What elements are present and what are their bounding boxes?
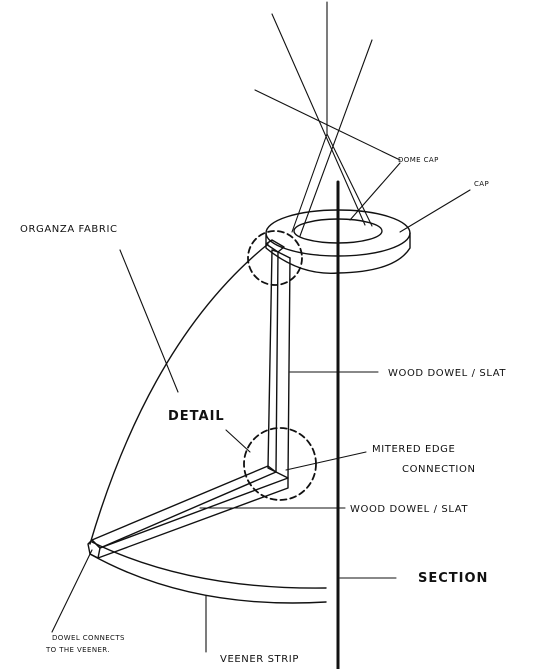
label-veneer-strip: VEENER STRIP [220, 654, 299, 665]
detail-circle-top [247, 230, 303, 286]
veneer-strip [89, 541, 327, 604]
vertical-dowel [265, 239, 291, 479]
label-dowel-connects-line1: DOWEL CONNECTS [52, 634, 125, 642]
detail-circle-bottom [243, 427, 317, 501]
label-wood-dowel-slat-lower: WOOD DOWEL / SLAT [350, 504, 468, 515]
cap-ring [265, 209, 411, 274]
label-dome-cap: DOME CAP [398, 156, 439, 164]
label-cap: CAP [474, 180, 489, 188]
label-mitered-edge-line2: CONNECTION [402, 464, 476, 475]
label-organza-fabric: ORGANZA FABRIC [20, 224, 118, 235]
label-wood-dowel-slat-upper: WOOD DOWEL / SLAT [388, 368, 506, 379]
diagonal-dowel [87, 465, 289, 559]
label-section: SECTION [418, 571, 488, 586]
label-mitered-edge-line1: MITERED EDGE [372, 444, 455, 455]
organza-fabric-curve [89, 243, 269, 545]
label-dowel-connects-line2: TO THE VEENER. [45, 646, 110, 654]
leader-lines [51, 162, 471, 653]
label-detail: DETAIL [168, 409, 225, 424]
dome-cap-projection-lines [254, 1, 401, 237]
